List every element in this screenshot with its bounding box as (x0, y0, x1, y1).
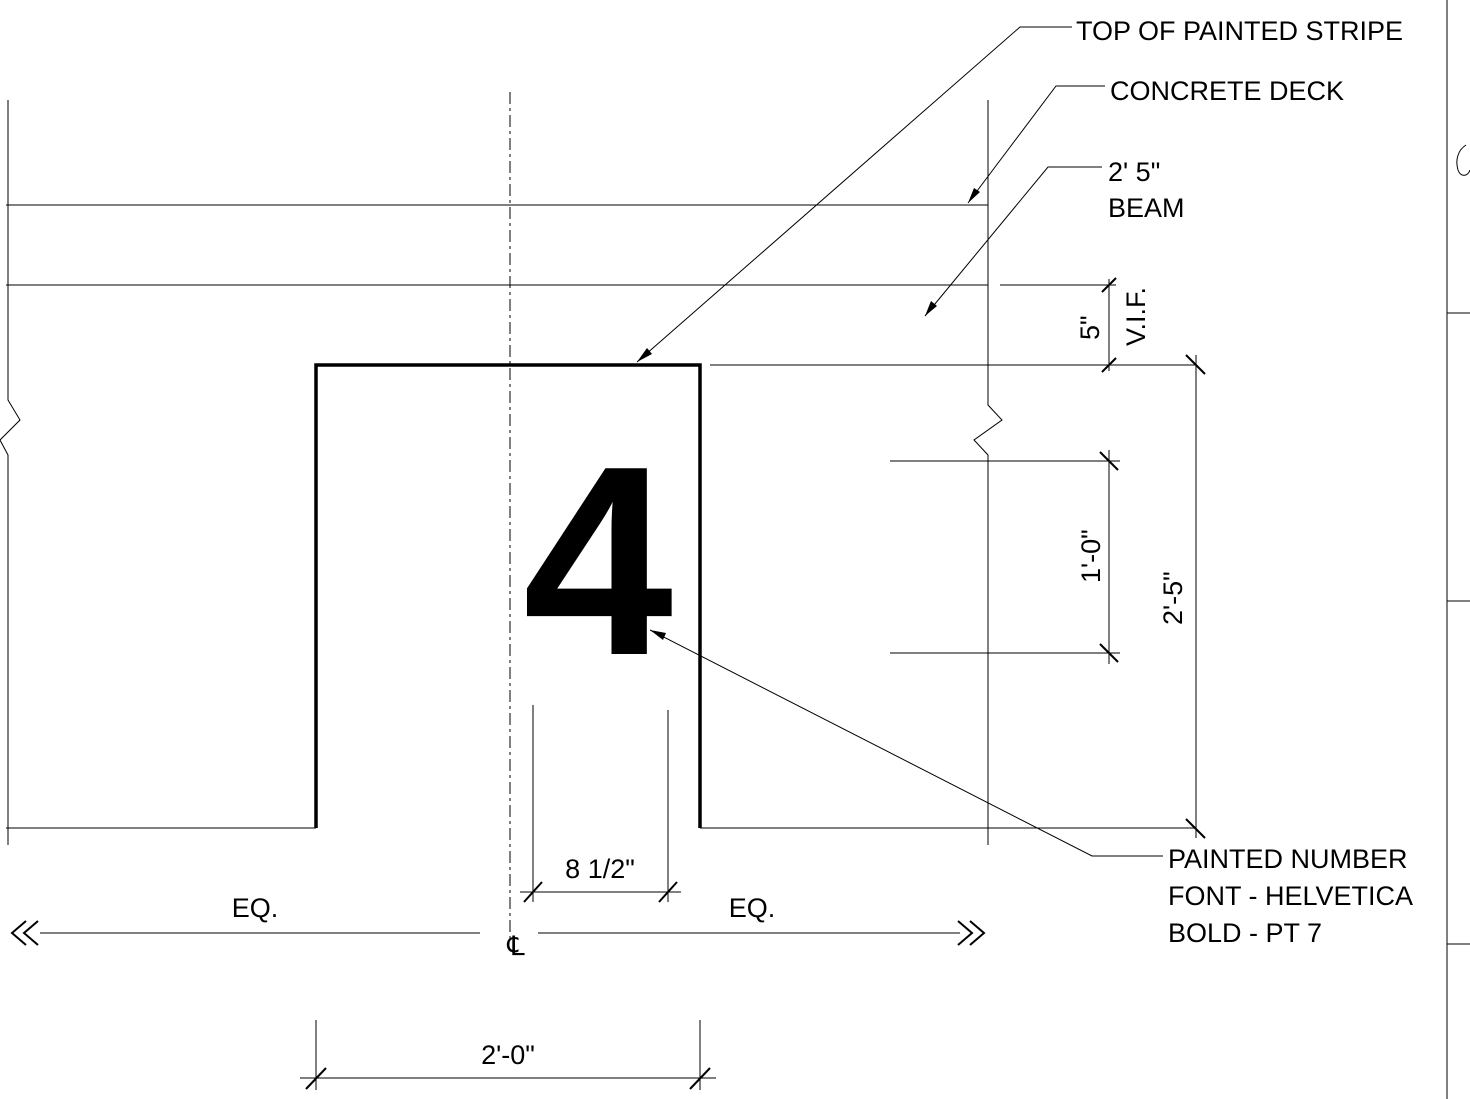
callout-concrete-deck: CONCRETE DECK (1110, 76, 1344, 106)
dim-eq-right-label: EQ. (729, 893, 776, 923)
leader-concrete-deck (967, 85, 1105, 204)
dim-digit-width-label: 8 1/2" (565, 854, 635, 884)
callout-painted-number-1: PAINTED NUMBER (1168, 844, 1408, 874)
centerline-symbol: ℄ (506, 931, 525, 961)
dim-digit-height (890, 450, 1120, 664)
dim-offset-5in-label: 5" (1075, 315, 1105, 340)
callout-beam-size: 2' 5" (1108, 157, 1160, 187)
callout-painted-number-3: BOLD - PT 7 (1168, 918, 1322, 948)
dim-stripe-width-label: 2'-0" (481, 1040, 535, 1070)
dim-equal-spacing (10, 920, 986, 946)
dim-stripe-width (300, 1020, 716, 1090)
right-break-line (973, 100, 1003, 845)
title-block-border (1446, 0, 1470, 1099)
callout-beam-label: BEAM (1108, 193, 1185, 223)
dim-offset-5in (710, 277, 1196, 373)
painted-stripe-outline (314, 363, 702, 828)
dim-stripe-height (1185, 354, 1206, 839)
dim-stripe-height-label: 2'-5" (1158, 571, 1188, 625)
dim-digit-height-label: 1'-0" (1076, 529, 1106, 583)
dim-vif-label: V.I.F. (1121, 287, 1151, 346)
dim-digit-width (520, 705, 681, 903)
callout-top-of-stripe: TOP OF PAINTED STRIPE (1076, 16, 1403, 46)
left-break-line (0, 100, 21, 845)
concrete-deck-lines (6, 204, 1196, 829)
leader-beam (924, 166, 1102, 317)
painted-number: 4 (523, 411, 675, 712)
leader-top-of-stripe (636, 26, 1072, 363)
leader-painted-number (649, 629, 1163, 857)
dim-eq-left-label: EQ. (232, 893, 279, 923)
callout-painted-number-2: FONT - HELVETICA (1168, 881, 1413, 911)
